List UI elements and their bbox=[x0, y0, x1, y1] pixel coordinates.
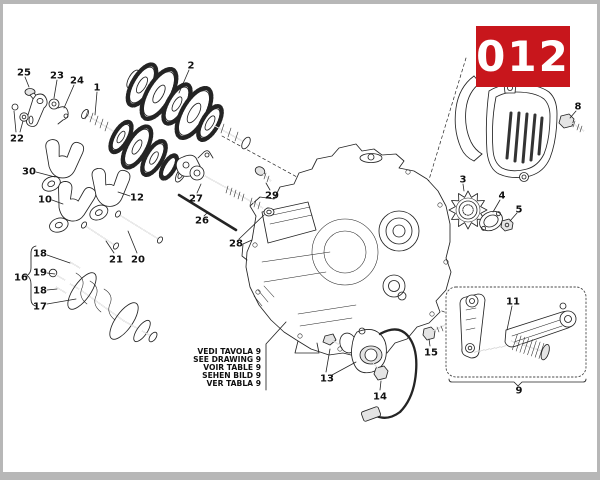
part-label-18: 18 bbox=[33, 286, 47, 297]
sensor-drawing bbox=[322, 324, 446, 422]
part-label-10: 10 bbox=[38, 195, 52, 206]
part-label-14: 14 bbox=[373, 392, 387, 403]
table-number-badge: 012 bbox=[476, 26, 570, 87]
leader-line-28 bbox=[238, 214, 265, 240]
part-label-11: 11 bbox=[506, 297, 520, 308]
part-label-27: 27 bbox=[189, 194, 203, 205]
note-line: SEHEN BILD 9 bbox=[202, 371, 261, 380]
part-label-18: 18 bbox=[33, 249, 47, 260]
pedal-assembly-drawing bbox=[445, 286, 587, 387]
leader-line-27 bbox=[196, 183, 202, 194]
leader-line-24 bbox=[63, 84, 75, 109]
leader-line-12 bbox=[117, 191, 131, 197]
gear-cluster-2-drawing bbox=[125, 62, 251, 150]
leader-line-23 bbox=[53, 79, 58, 99]
part-label-21: 21 bbox=[109, 255, 123, 266]
leader-line-26 bbox=[203, 211, 209, 217]
part-label-2: 2 bbox=[188, 61, 195, 72]
leader-line-14 bbox=[379, 380, 382, 391]
part-label-22: 22 bbox=[10, 134, 24, 145]
part-label-26: 26 bbox=[195, 216, 209, 227]
leader-line-4 bbox=[492, 199, 501, 213]
leader-line-25 bbox=[24, 76, 30, 88]
part-label-12: 12 bbox=[130, 193, 144, 204]
leader-line-5 bbox=[509, 212, 518, 222]
leader-line-30 bbox=[35, 171, 56, 178]
part-label-3: 3 bbox=[460, 175, 467, 186]
leader-line-8 bbox=[569, 110, 577, 119]
leader-line-21 bbox=[105, 240, 115, 254]
part-label-4: 4 bbox=[499, 191, 506, 202]
note-line: SEE DRAWING 9 bbox=[193, 355, 261, 364]
table-number-text: 012 bbox=[476, 32, 570, 81]
leader-line-22 bbox=[19, 120, 24, 133]
part-label-23: 23 bbox=[50, 71, 64, 82]
leader-line-18 bbox=[46, 254, 71, 264]
crankcase-drawing bbox=[241, 143, 452, 358]
stopper-lever-parts-drawing bbox=[11, 88, 69, 127]
part-label-9: 9 bbox=[516, 386, 523, 397]
leader-line-1 bbox=[94, 91, 98, 116]
note-callout-lines bbox=[265, 321, 287, 391]
leader-line-17 bbox=[46, 298, 77, 305]
note-line: VEDI TAVOLA 9 bbox=[197, 347, 261, 356]
part-label-24: 24 bbox=[70, 76, 84, 87]
part-label-8: 8 bbox=[575, 102, 582, 113]
leader-line-29 bbox=[265, 182, 271, 191]
leader-line-19 bbox=[46, 272, 56, 275]
note-line: VOIR TABLE 9 bbox=[203, 363, 261, 372]
leader-line-3 bbox=[462, 183, 465, 192]
leader-line-20 bbox=[127, 230, 138, 254]
part-label-19: 19 bbox=[33, 268, 47, 279]
leader-line-10 bbox=[51, 199, 64, 205]
leader-line-13 bbox=[325, 348, 331, 373]
sprocket-drawing bbox=[448, 190, 514, 232]
part-label-17: 17 bbox=[33, 302, 47, 313]
part-label-5: 5 bbox=[516, 205, 523, 216]
part-label-1: 1 bbox=[94, 83, 101, 94]
part-label-28: 28 bbox=[229, 239, 243, 250]
leader-line-15 bbox=[428, 338, 431, 347]
part-label-15: 15 bbox=[424, 348, 438, 359]
note-line: VER TABLA 9 bbox=[207, 379, 261, 388]
gearchange-shaft-drawing bbox=[175, 150, 275, 232]
leader-line-18 bbox=[46, 288, 58, 291]
leader-line-11 bbox=[506, 305, 513, 331]
leader-line-2 bbox=[178, 69, 190, 94]
part-label-30: 30 bbox=[22, 167, 36, 178]
part-label-20: 20 bbox=[131, 255, 145, 266]
part-label-16: 16 bbox=[14, 273, 28, 284]
shift-drum-drawing bbox=[26, 245, 158, 343]
fork-rods-drawing bbox=[80, 210, 164, 250]
leader-line-13 bbox=[331, 361, 357, 376]
leader-line-22 bbox=[13, 110, 17, 133]
part-label-13: 13 bbox=[320, 374, 334, 385]
part-label-29: 29 bbox=[265, 191, 279, 202]
part-label-25: 25 bbox=[17, 68, 31, 79]
